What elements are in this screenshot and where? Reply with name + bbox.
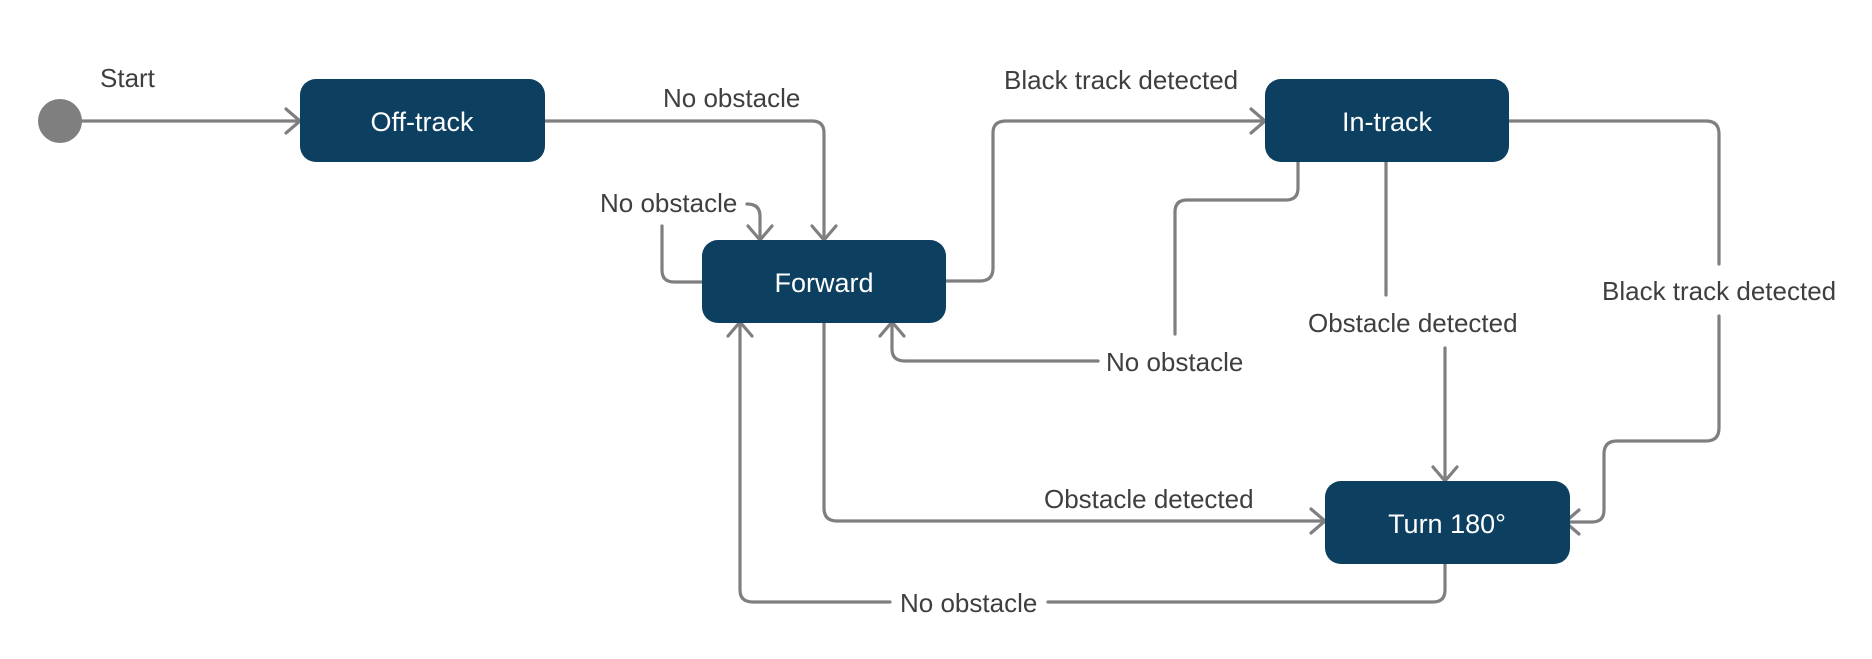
edge-turn-to-forward-left	[738, 320, 892, 604]
state-off-track: Off-track	[300, 79, 545, 162]
label-turn-to-forward: No obstacle	[900, 588, 1037, 618]
edge-in-track-to-turn-black-upper	[1505, 119, 1721, 266]
edge-forward-to-turn	[822, 320, 1327, 523]
initial-state-dot	[38, 99, 82, 143]
state-in-track-label: In-track	[1342, 107, 1433, 137]
label-off-to-forward: No obstacle	[663, 83, 800, 113]
state-turn-180-label: Turn 180°	[1388, 509, 1506, 539]
edge-in-track-to-turn-black-lower	[1563, 314, 1721, 524]
label-in-track-to-turn-black: Black track detected	[1602, 276, 1836, 306]
edge-forward-self-loop-in	[745, 202, 762, 242]
state-in-track: In-track	[1265, 79, 1509, 162]
edge-in-track-to-forward-upper	[1173, 158, 1300, 336]
edge-off-track-to-forward	[543, 119, 826, 242]
label-forward-to-turn: Obstacle detected	[1044, 484, 1254, 514]
state-forward: Forward	[702, 240, 946, 323]
state-forward-label: Forward	[774, 268, 873, 298]
label-forward-self: No obstacle	[600, 188, 737, 218]
state-turn-180: Turn 180°	[1325, 481, 1570, 564]
edge-turn-to-forward-right	[1046, 560, 1447, 604]
label-start: Start	[100, 63, 156, 93]
state-off-track-label: Off-track	[370, 107, 474, 137]
label-in-track-to-forward: No obstacle	[1106, 347, 1243, 377]
label-in-track-to-turn-obstacle: Obstacle detected	[1308, 308, 1518, 338]
label-forward-to-in-track: Black track detected	[1004, 65, 1238, 95]
edge-forward-to-in-track	[942, 119, 1267, 283]
edge-forward-self-loop-out	[660, 224, 704, 284]
edge-in-track-to-forward-lower	[890, 320, 1100, 363]
